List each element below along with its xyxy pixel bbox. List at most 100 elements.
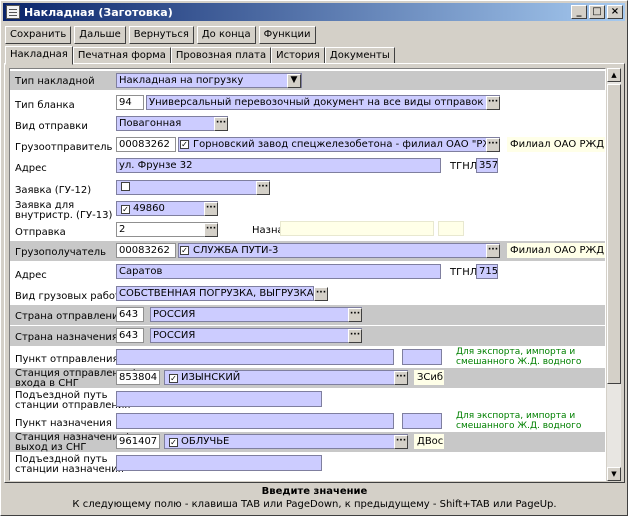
invoice-type-select[interactable]: Накладная на погрузку bbox=[116, 73, 302, 88]
ellipsis-icon[interactable]: ··· bbox=[486, 96, 500, 110]
shipper-input[interactable]: ✓Горновский завод спецжелезобетона - фил… bbox=[178, 137, 500, 152]
scroll-down-icon[interactable]: ▼ bbox=[607, 467, 621, 481]
cargo-works-input[interactable]: СОБСТВЕННАЯ ПОГРУЗКА, ВЫГРУЗКА СТАН bbox=[116, 286, 314, 301]
departure-point-note-2: смешанного Ж.Д. водного bbox=[456, 357, 582, 367]
ellipsis-icon[interactable]: ··· bbox=[214, 117, 228, 131]
consignee-address-input[interactable]: Саратов bbox=[116, 264, 441, 279]
row-consignee-address: Адрес Саратов ТГНЛ 7150 bbox=[10, 262, 605, 283]
close-button[interactable]: × bbox=[607, 5, 623, 19]
destination-point-code-input[interactable] bbox=[402, 413, 442, 429]
ellipsis-icon[interactable]: ··· bbox=[348, 308, 362, 322]
tab-print-form[interactable]: Печатная форма bbox=[72, 47, 171, 64]
destination-station-input[interactable]: ✓ОБЛУЧЬЕ bbox=[164, 434, 408, 449]
consignee-input[interactable]: ✓ СЛУЖБА ПУТИ-3 bbox=[178, 243, 500, 258]
consignee-name: СЛУЖБА ПУТИ-3 bbox=[193, 245, 279, 256]
row-consignee: Грузополучатель 00083262 ✓СЛУЖБА ПУТИ-3 … bbox=[10, 241, 605, 261]
destination-point-note-2: смешанного Ж.Д. водного bbox=[456, 421, 582, 431]
status-title: Введите значение bbox=[261, 486, 368, 497]
destination-station-code-input[interactable]: 961407 bbox=[116, 434, 160, 449]
checkbox[interactable]: ✓ bbox=[180, 246, 189, 255]
row-destination-point: Пункт назначения Для экспорта, импорта и… bbox=[10, 411, 605, 431]
dispatch-type-input[interactable]: Повагонная bbox=[116, 116, 228, 131]
maximize-button[interactable]: □ bbox=[589, 5, 605, 19]
ellipsis-icon[interactable]: ··· bbox=[394, 435, 408, 449]
departure-point-code-input[interactable] bbox=[402, 349, 442, 365]
scroll-up-icon[interactable]: ▲ bbox=[607, 68, 621, 82]
purpose-code-input[interactable] bbox=[438, 221, 464, 236]
tab-invoice[interactable]: Накладная bbox=[5, 46, 73, 65]
shipper-code-input[interactable]: 00083262 bbox=[116, 137, 176, 152]
row-departure-point: Пункт отправления Для экспорта, импорта … bbox=[10, 347, 605, 367]
destination-country-code-input[interactable]: 643 bbox=[116, 328, 144, 343]
ellipsis-icon[interactable]: ··· bbox=[486, 244, 500, 258]
shipment-input[interactable]: 2 bbox=[116, 222, 218, 237]
title-bar[interactable]: Накладная (Заготовка) _ □ × bbox=[3, 3, 625, 21]
window-title: Накладная (Заготовка) bbox=[24, 5, 173, 19]
chevron-down-icon[interactable]: ▼ bbox=[287, 74, 301, 88]
destination-country-label: Страна назначения bbox=[15, 332, 118, 343]
departure-point-input[interactable] bbox=[116, 349, 394, 365]
tab-history[interactable]: История bbox=[271, 47, 325, 64]
checkbox[interactable]: ✓ bbox=[169, 438, 178, 447]
row-request-gu12: Заявка (ГУ-12) ··· bbox=[10, 178, 605, 198]
departure-country-code-input[interactable]: 643 bbox=[116, 307, 144, 322]
departure-station-name: ИЗЫНСКИЙ bbox=[181, 372, 241, 383]
form-type-code-input[interactable]: 94 bbox=[116, 95, 144, 110]
purpose-input[interactable] bbox=[280, 221, 434, 236]
checkbox[interactable]: ✓ bbox=[169, 374, 178, 383]
consignee-code-input[interactable]: 00083262 bbox=[116, 243, 176, 258]
row-departure-country: Страна отправления 643 РОССИЯ ··· bbox=[10, 305, 605, 325]
checkbox[interactable]: ✓ bbox=[180, 140, 189, 149]
shipper-address-input[interactable]: ул. Фрунзе 32 bbox=[116, 158, 441, 173]
back-button[interactable]: Вернуться bbox=[128, 26, 194, 44]
consignee-address-label: Адрес bbox=[15, 270, 47, 281]
ellipsis-icon[interactable]: ··· bbox=[486, 138, 500, 152]
departure-station-code-input[interactable]: 853804 bbox=[116, 370, 160, 385]
vertical-scrollbar[interactable]: ▲ ▼ bbox=[607, 68, 621, 481]
row-request-gu13: Заявка для внутристр. (ГУ-13) ✓49860 ··· bbox=[10, 199, 605, 221]
ellipsis-icon[interactable]: ··· bbox=[394, 371, 408, 385]
destination-point-label: Пункт назначения bbox=[15, 418, 112, 429]
request-gu13-input[interactable]: ✓49860 bbox=[116, 201, 218, 216]
ellipsis-icon[interactable]: ··· bbox=[204, 223, 218, 237]
ellipsis-icon[interactable]: ··· bbox=[314, 287, 328, 301]
departure-siding-input[interactable] bbox=[116, 391, 322, 407]
consignee-note: Филиал ОАО РЖД bbox=[507, 243, 605, 258]
save-button[interactable]: Сохранить bbox=[5, 26, 72, 44]
departure-country-input[interactable]: РОССИЯ bbox=[150, 307, 362, 322]
row-shipment: Отправка 2 ··· Назначение bbox=[10, 220, 605, 240]
status-bar: Введите значение К следующему полю - кла… bbox=[4, 485, 625, 513]
consignee-tgnl-input[interactable]: 7150 bbox=[476, 264, 498, 279]
toolbar: Сохранить Дальше Вернуться До конца Функ… bbox=[5, 26, 316, 44]
destination-siding-label-2: станции назначения bbox=[15, 464, 124, 475]
minimize-button[interactable]: _ bbox=[571, 5, 587, 19]
destination-siding-input[interactable] bbox=[116, 455, 322, 471]
destination-country-input[interactable]: РОССИЯ bbox=[150, 328, 362, 343]
tab-panel: Тип накладной Накладная на погрузку ▼ Ти… bbox=[4, 63, 625, 483]
invoice-form: Тип накладной Накладная на погрузку ▼ Ти… bbox=[9, 68, 606, 481]
ellipsis-icon[interactable]: ··· bbox=[256, 181, 270, 195]
destination-point-input[interactable] bbox=[116, 413, 394, 429]
shipment-label: Отправка bbox=[15, 227, 66, 238]
row-departure-station: Станция отправления/ входа в СНГ 853804 … bbox=[10, 368, 605, 389]
departure-station-input[interactable]: ✓ИЗЫНСКИЙ bbox=[164, 370, 408, 385]
ellipsis-icon[interactable]: ··· bbox=[348, 329, 362, 343]
shipper-address-label: Адрес bbox=[15, 163, 47, 174]
tab-documents[interactable]: Документы bbox=[324, 47, 395, 64]
checkbox[interactable]: ✓ bbox=[121, 205, 130, 214]
checkbox[interactable] bbox=[121, 182, 130, 191]
tab-freight-charge[interactable]: Провозная плата bbox=[170, 47, 272, 64]
to-end-button[interactable]: До конца bbox=[196, 26, 256, 44]
functions-button[interactable]: Функции bbox=[258, 26, 316, 44]
ellipsis-icon[interactable]: ··· bbox=[204, 202, 218, 216]
next-button[interactable]: Дальше bbox=[74, 26, 126, 44]
request-gu12-input[interactable] bbox=[116, 180, 270, 195]
shipper-tgnl-input[interactable]: 3575 bbox=[476, 158, 498, 173]
invoice-type-label: Тип накладной bbox=[15, 76, 95, 87]
destination-station-label-2: выход из СНГ bbox=[15, 442, 87, 453]
row-cargo-works: Вид грузовых работ СОБСТВЕННАЯ ПОГРУЗКА,… bbox=[10, 284, 605, 304]
scroll-thumb[interactable] bbox=[607, 84, 621, 384]
form-type-input[interactable]: Универсальный перевозочный документ на в… bbox=[146, 95, 500, 110]
departure-station-road: ЗСиб bbox=[414, 370, 444, 385]
